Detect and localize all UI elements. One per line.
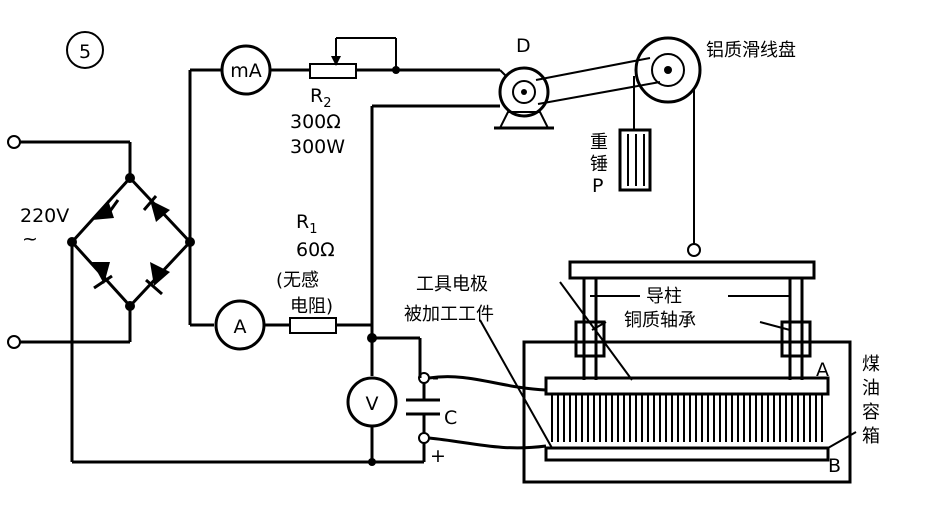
- svg-text:容: 容: [862, 402, 880, 423]
- ammeter: A: [190, 299, 290, 351]
- motor-d: D: [370, 35, 554, 338]
- copper-bearing-label: 铜质轴承: [624, 310, 696, 331]
- workpiece-label: 被加工工件: [404, 304, 494, 325]
- svg-text:V: V: [366, 393, 379, 415]
- label-a: A: [816, 359, 829, 381]
- bridge-rectifier: [67, 70, 420, 464]
- svg-text:油: 油: [862, 378, 880, 399]
- diode-icon: [92, 262, 113, 290]
- capacitor-label: C: [444, 407, 457, 429]
- voltmeter: V: [346, 325, 420, 466]
- capacitor-c: C - +: [406, 338, 547, 467]
- svg-text:锤: 锤: [590, 154, 608, 175]
- r2-power: 300W: [290, 136, 345, 158]
- svg-text:P: P: [592, 175, 603, 197]
- aluminium-pulley: 铝质滑线盘: [535, 36, 796, 257]
- diode-icon: [142, 195, 170, 222]
- tool-electrode-label: 工具电极: [416, 274, 488, 295]
- edm-machine: 工具电极 被加工工件 导柱 铜质轴承 A B 煤 油 容 箱: [404, 260, 880, 484]
- svg-text:箱: 箱: [862, 426, 880, 447]
- ac-supply: 220V ~: [7, 135, 130, 349]
- diode-icon: [92, 199, 120, 220]
- weight-p: 重 锤 P: [590, 128, 652, 197]
- figure-number: 5: [66, 31, 104, 69]
- supply-terminal-top: [7, 135, 21, 149]
- supply-voltage-label: 220V: [20, 205, 69, 227]
- milliammeter: mA: [190, 44, 310, 96]
- kerosene-tank: [522, 340, 852, 484]
- motor-label: D: [516, 35, 531, 57]
- r2-label: R2: [310, 85, 331, 111]
- ac-symbol: ~: [22, 228, 38, 250]
- svg-text:(无感: (无感: [276, 270, 319, 291]
- pulley-label: 铝质滑线盘: [706, 40, 796, 61]
- svg-text:+: +: [430, 445, 446, 467]
- rheostat-r2: R2 300Ω 300W: [290, 37, 500, 158]
- resistor-r1: R1 60Ω (无感 电阻): [276, 211, 372, 334]
- svg-text:A: A: [234, 316, 247, 338]
- label-b: B: [828, 455, 841, 477]
- guide-post-label: 导柱: [646, 286, 682, 307]
- svg-text:重: 重: [590, 132, 608, 153]
- svg-text:mA: mA: [230, 60, 262, 82]
- svg-text:电阻): 电阻): [290, 296, 333, 317]
- supply-terminal-bottom: [7, 335, 21, 349]
- r1-label: R1: [296, 211, 317, 237]
- electrode-fins: [551, 394, 823, 442]
- svg-text:5: 5: [79, 41, 91, 63]
- r2-resistance: 300Ω: [290, 111, 341, 133]
- svg-text:煤: 煤: [862, 354, 880, 375]
- diode-icon: [145, 262, 170, 296]
- r1-resistance: 60Ω: [296, 239, 335, 261]
